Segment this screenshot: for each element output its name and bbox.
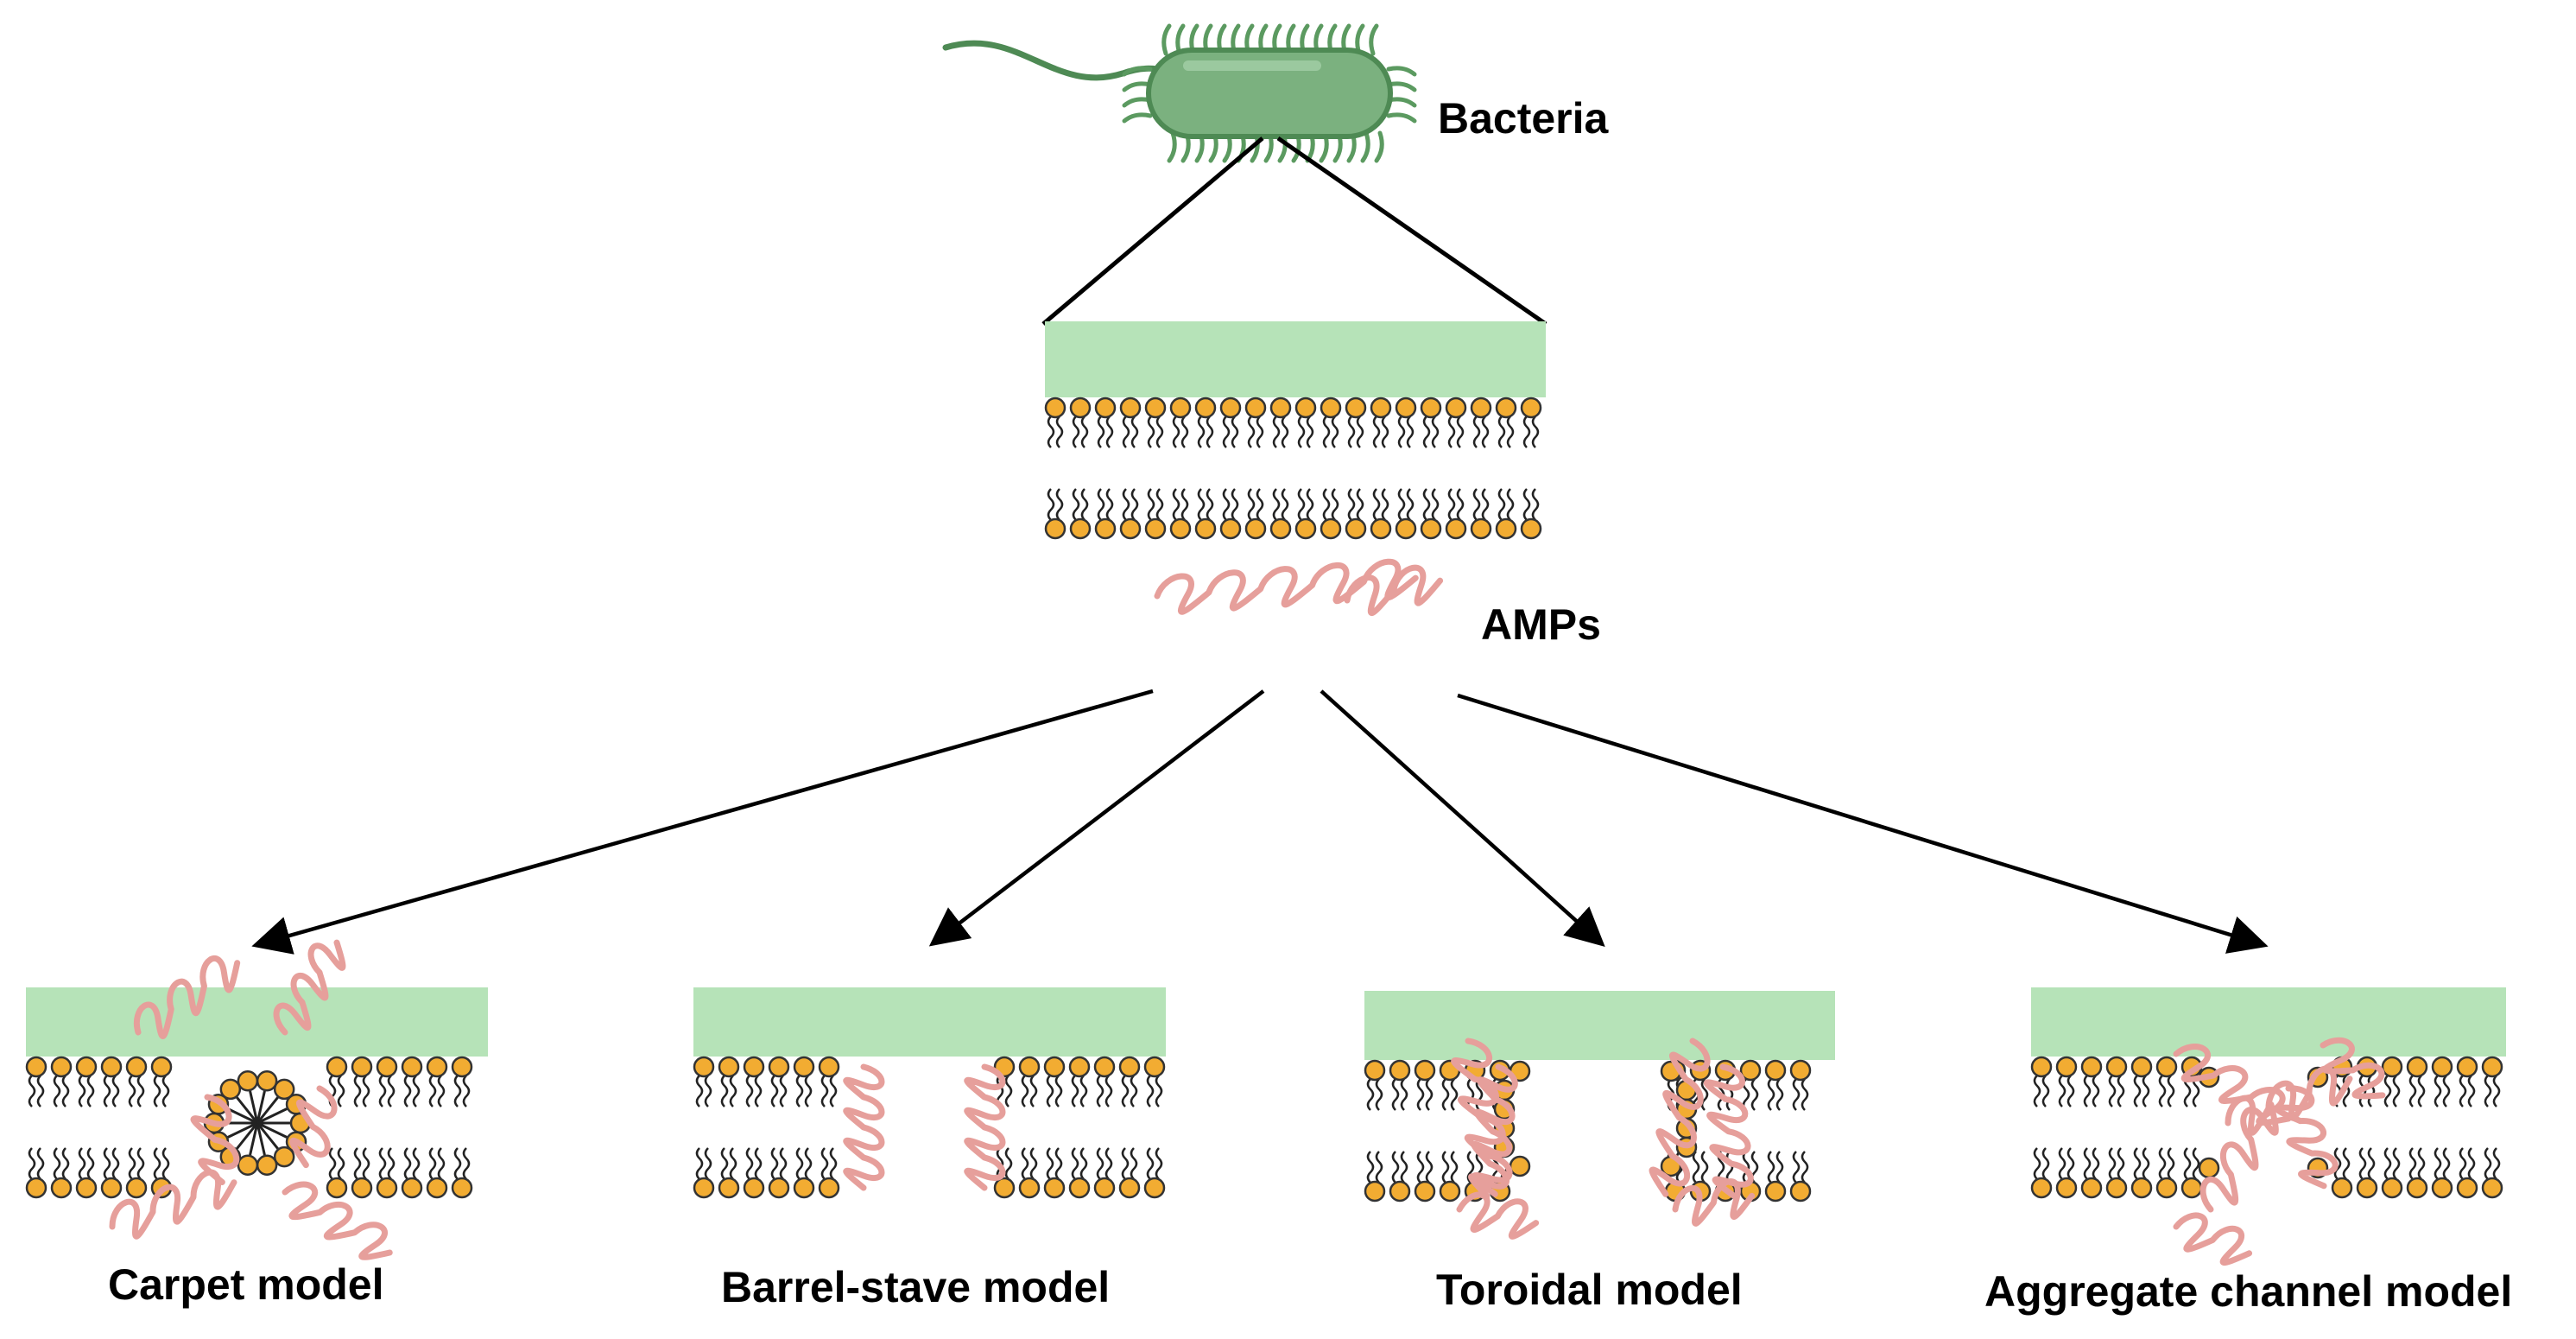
aggregate-peptide (2225, 1065, 2353, 1136)
zoom-line-right (1276, 136, 1547, 327)
carpet-peptide (289, 1085, 338, 1169)
barrel-peptide (843, 1063, 885, 1191)
aggregate-peptide (2199, 1101, 2279, 1213)
carpet-membrane (25, 987, 488, 1199)
carpet-peptide (282, 1181, 393, 1260)
carpet-peptide (190, 1094, 240, 1185)
amps-label: AMPs (1481, 600, 1601, 649)
carpet-peptide (273, 939, 346, 1036)
aggregate-membrane (2030, 987, 2506, 1199)
zoom-line-left (1041, 136, 1264, 326)
carpet-model-label: Carpet model (108, 1260, 384, 1309)
toroidal-peptide (1468, 1063, 1518, 1199)
aggregate-channel-model-label: Aggregate channel model (1984, 1267, 2513, 1316)
toroidal-model-label: Toroidal model (1436, 1266, 1743, 1314)
aggregate-peptide (2173, 1212, 2253, 1266)
arrow-toroidal (1320, 689, 1605, 948)
toroidal-peptide (1703, 1063, 1754, 1199)
amp-peptide-icon (1154, 558, 1419, 615)
carpet-peptide (133, 955, 241, 1040)
arrows (251, 689, 2269, 955)
toroidal-membrane (1364, 991, 1835, 1203)
aggregate-peptide (2274, 1085, 2339, 1190)
barrel-stave-model-label: Barrel-stave model (721, 1263, 1111, 1311)
bacteria-label: Bacteria (1438, 94, 1609, 143)
arrow-carpet (251, 689, 1154, 955)
barrel-stave-membrane (693, 987, 1166, 1199)
toroidal-peptide (1672, 1178, 1756, 1227)
aggregate-peptide (2320, 1037, 2386, 1100)
arrow-barrel-stave (928, 689, 1265, 947)
barrel-peptide (964, 1063, 1006, 1191)
toroidal-peptide (1456, 1191, 1540, 1240)
amp-peptide-icon (1344, 564, 1444, 617)
bacteria-icon (942, 23, 1417, 163)
arrow-aggregate (1457, 693, 2269, 954)
toroidal-peptide (1649, 1038, 1711, 1197)
lipid-bilayer-icon (1044, 321, 1546, 540)
carpet-peptide (109, 1169, 237, 1240)
